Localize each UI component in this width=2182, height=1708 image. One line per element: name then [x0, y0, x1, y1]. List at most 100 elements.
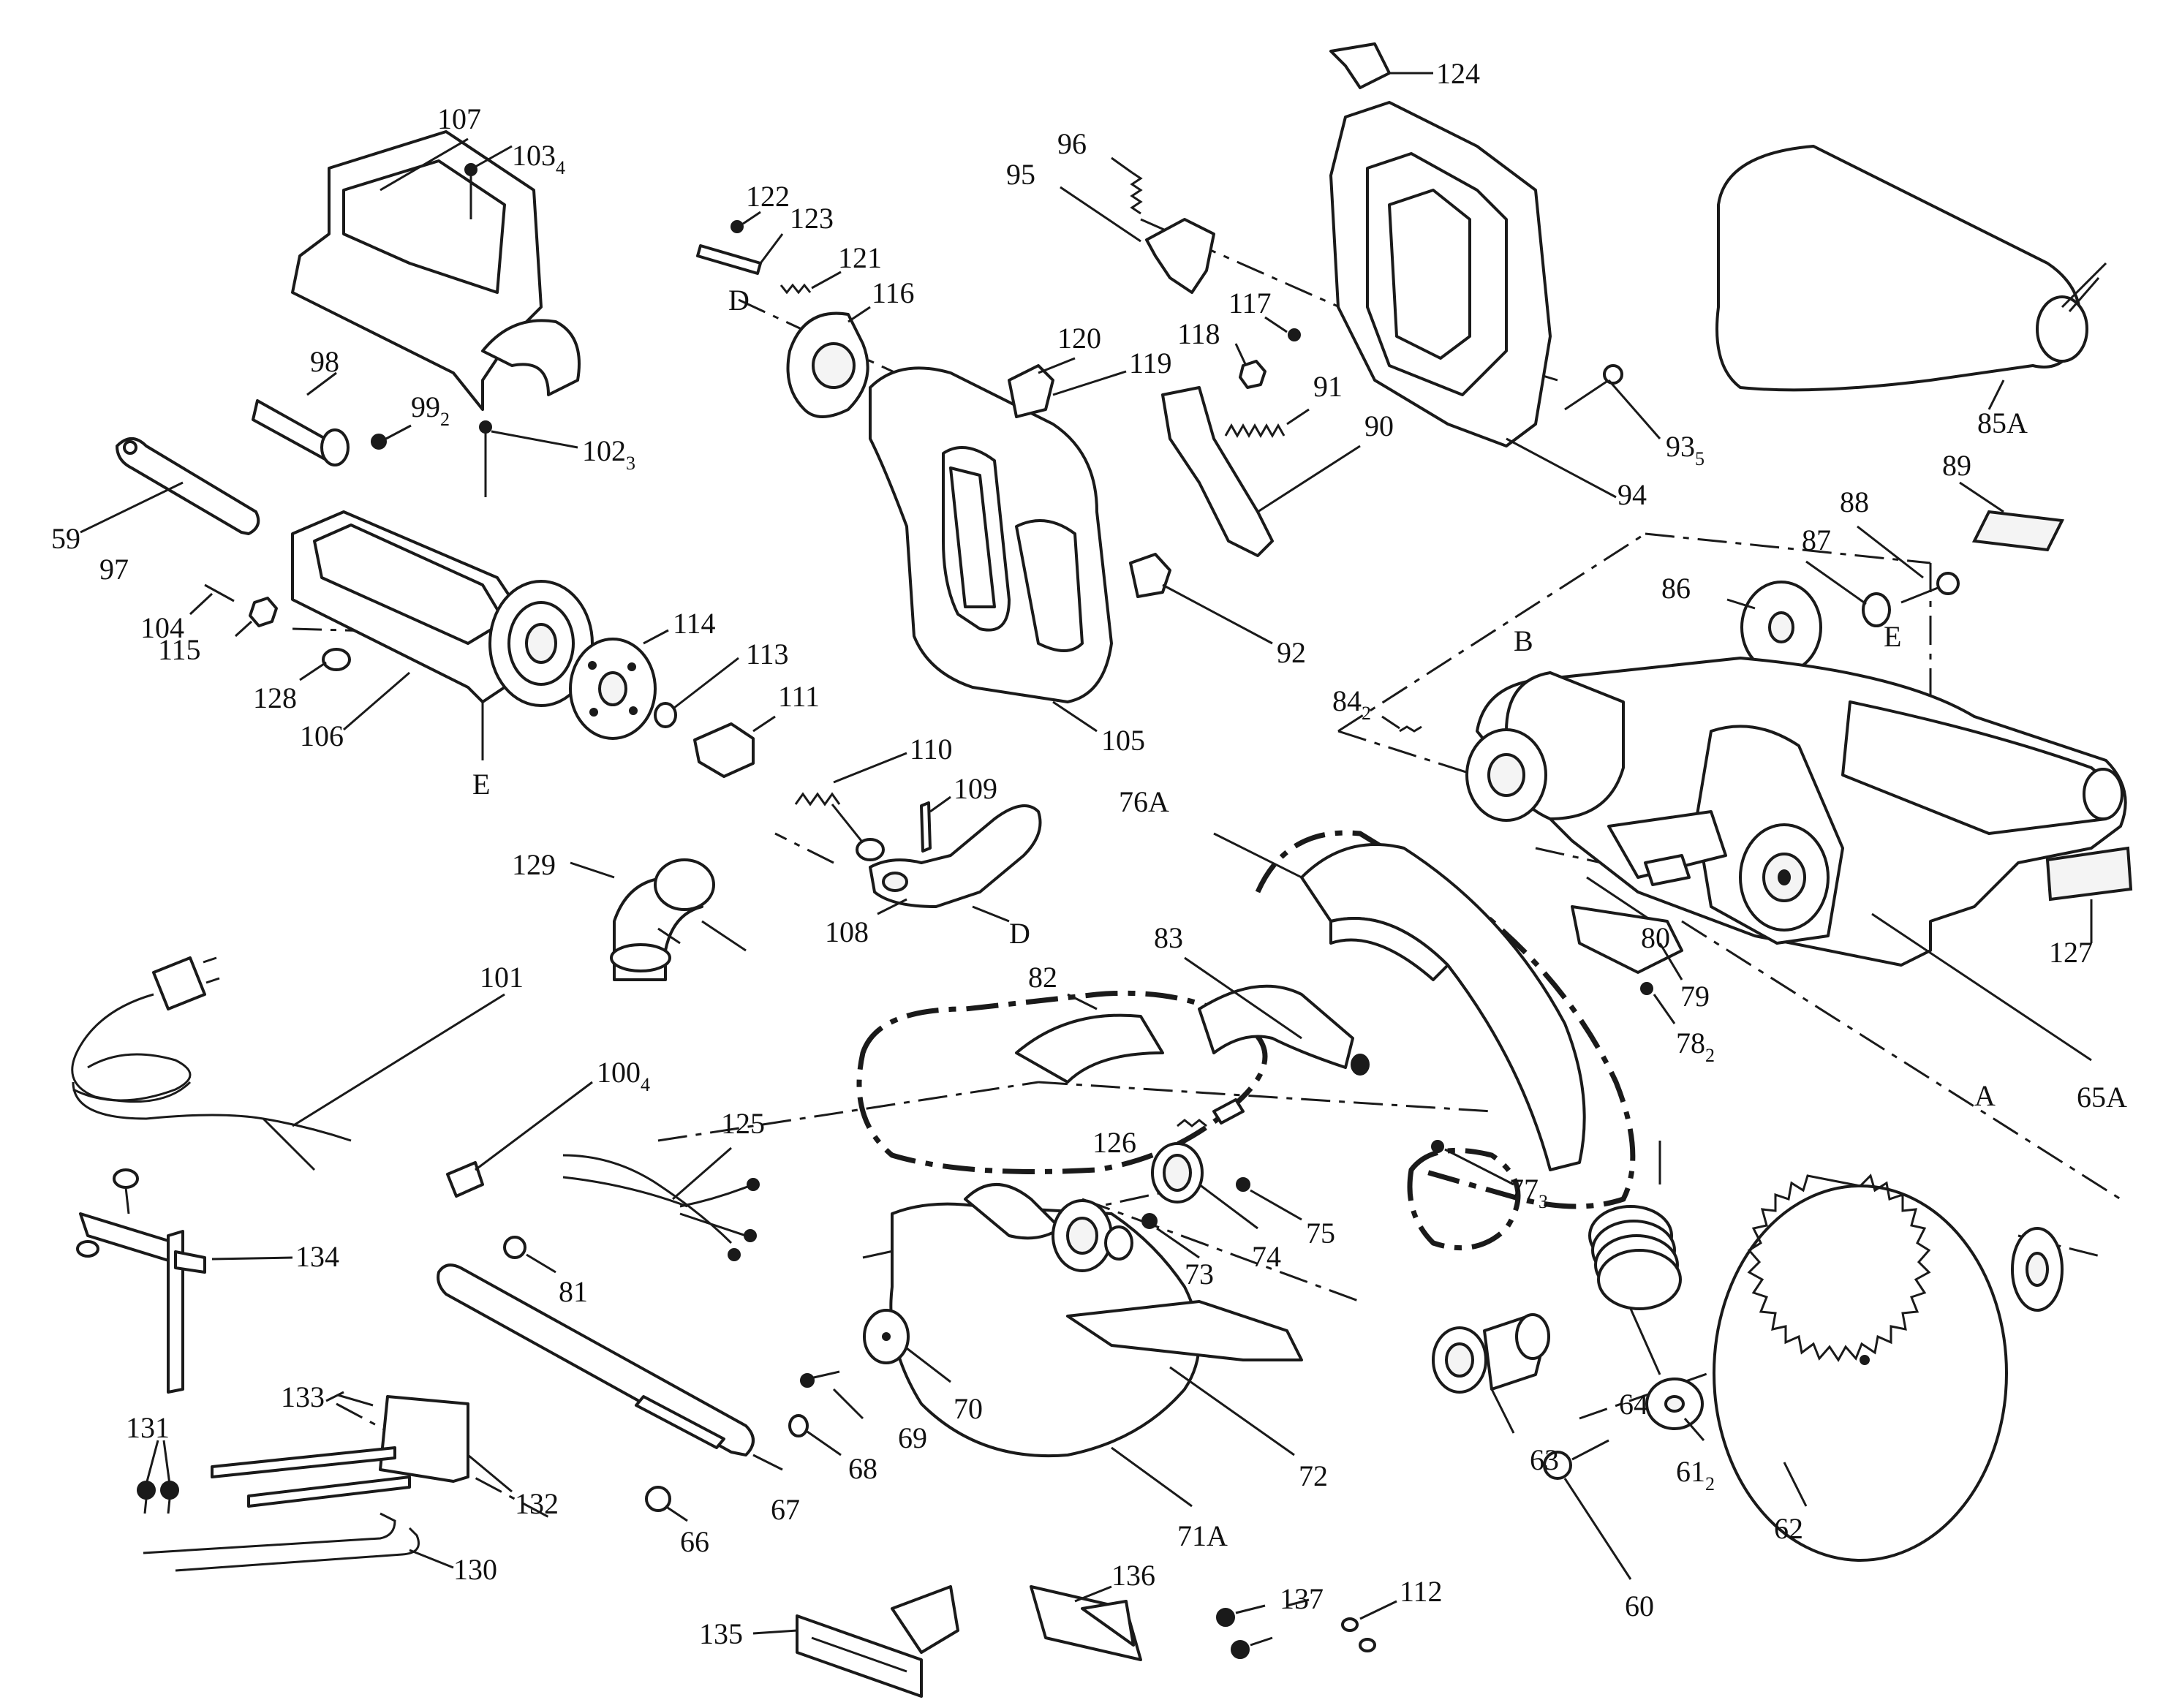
- label-83: 83: [1154, 921, 1183, 954]
- label-69: 69: [898, 1421, 927, 1454]
- label-63: 63: [1530, 1443, 1559, 1476]
- label-127: [2045, 846, 2133, 943]
- label-132: 132: [515, 1487, 559, 1520]
- fence-135: [752, 1585, 959, 1698]
- label-120: 120: [1057, 322, 1101, 355]
- connector-100: [446, 1081, 593, 1198]
- pin-98: [252, 371, 350, 466]
- label-61: 612: [1676, 1455, 1715, 1494]
- flange-outer: [2011, 1227, 2064, 1312]
- label-125: 125: [721, 1107, 765, 1140]
- pin-123: [696, 211, 784, 275]
- label-108: 108: [825, 915, 869, 948]
- label-80: 80: [1641, 921, 1670, 954]
- spring-96: [1111, 156, 1143, 215]
- label-89: 89: [1942, 449, 1971, 482]
- label-85A: 85A: [1977, 407, 2028, 439]
- pin-104: [189, 583, 235, 616]
- spring-121: [779, 271, 842, 295]
- label-75: 75: [1306, 1217, 1335, 1250]
- elbow-129: [570, 858, 747, 981]
- screw-78: [1640, 982, 1676, 1024]
- label-97: 97: [99, 553, 129, 586]
- label-91: 91: [1313, 370, 1343, 403]
- pin-109: [920, 796, 951, 853]
- label-105: 105: [1101, 724, 1145, 757]
- rod-130: [143, 1512, 454, 1572]
- collar-61: [1645, 1378, 1705, 1441]
- label-87: 87: [1802, 524, 1831, 556]
- spindle-63: [1432, 1313, 1550, 1434]
- label-76A: 76A: [1119, 785, 1169, 818]
- label-118: 118: [1177, 317, 1220, 350]
- label-86: 86: [1661, 572, 1691, 605]
- label-70: 70: [954, 1392, 983, 1425]
- motor-housing-65A: [1476, 657, 2127, 1062]
- label-126: 126: [1092, 1126, 1136, 1159]
- label-101: 101: [480, 961, 524, 994]
- label-109: 109: [954, 772, 997, 805]
- lower-guard-71A: [889, 1183, 1201, 1508]
- washers-112: [1341, 1600, 1397, 1652]
- label-119: 119: [1129, 347, 1172, 379]
- label-72: 72: [1299, 1459, 1328, 1492]
- switch-119: [1008, 357, 1127, 418]
- label-D-bottom: D: [1009, 917, 1030, 950]
- power-cord-101: [71, 956, 505, 1171]
- label-111: 111: [778, 680, 820, 713]
- label-73: 73: [1185, 1258, 1214, 1291]
- label-102: 1023: [582, 434, 635, 474]
- wire-harness-125: [562, 1146, 760, 1261]
- label-77: 773: [1509, 1173, 1548, 1212]
- label-135: 135: [699, 1617, 743, 1650]
- label-84: 842: [1332, 684, 1371, 724]
- label-E-arm: E: [472, 768, 490, 801]
- bolt-60: [1543, 1439, 1632, 1580]
- trigger-90: [1161, 386, 1361, 557]
- label-66: 66: [680, 1525, 709, 1558]
- label-137: 137: [1280, 1582, 1324, 1615]
- label-98: 98: [310, 345, 339, 378]
- label-129: 129: [512, 848, 556, 881]
- guard-outline-77: [1407, 1140, 1521, 1251]
- clip-111: [693, 715, 776, 778]
- lever-95: [1060, 186, 1215, 294]
- label-112: 112: [1400, 1575, 1443, 1608]
- label-60: 60: [1625, 1590, 1654, 1622]
- link-arm-83: [1184, 956, 1354, 1069]
- washer-68: [788, 1414, 842, 1456]
- washer-87: [1805, 560, 1891, 627]
- label-94: 94: [1617, 478, 1647, 511]
- label-100: 1004: [597, 1056, 650, 1095]
- label-96: 96: [1057, 127, 1087, 160]
- label-82: 82: [1028, 961, 1057, 994]
- screw-117: [1264, 316, 1301, 341]
- handle-cover-107: [291, 130, 581, 411]
- spring-91: [1224, 408, 1310, 439]
- label-90: 90: [1364, 409, 1394, 442]
- label-127: 127: [2049, 936, 2093, 969]
- label-64: 64: [1619, 1388, 1648, 1421]
- plate-116: [786, 306, 871, 418]
- spring-126: [1177, 1098, 1245, 1127]
- screw-93: [1564, 364, 1661, 439]
- label-130: 130: [453, 1553, 497, 1586]
- label-93: 935: [1666, 430, 1705, 469]
- label-92: 92: [1277, 636, 1306, 669]
- clip-124: [1329, 42, 1433, 89]
- nut-118: [1234, 343, 1266, 389]
- bolt-88: [1857, 525, 1960, 604]
- nut-115: [234, 597, 278, 638]
- disc-70: [863, 1309, 951, 1383]
- label-134: 134: [295, 1240, 339, 1273]
- label-113: 113: [746, 638, 789, 670]
- pin-133: [325, 1391, 374, 1407]
- washer-73: [1141, 1213, 1200, 1259]
- label-124: 124: [1436, 57, 1480, 90]
- label-79: 79: [1680, 980, 1710, 1013]
- label-B: B: [1514, 624, 1533, 657]
- knobs-137: [1216, 1598, 1310, 1659]
- label-74: 74: [1252, 1240, 1281, 1273]
- rod-pair: [211, 1446, 411, 1508]
